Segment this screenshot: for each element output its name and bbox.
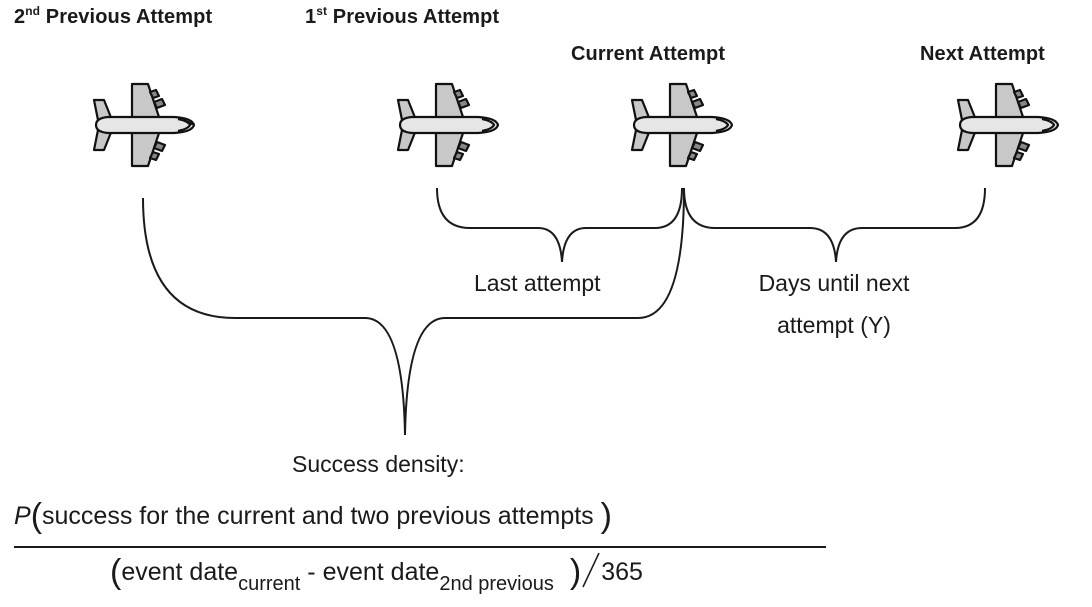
formula-denominator: (event datecurrent - event date2nd previ… — [110, 552, 643, 595]
division-slash — [582, 552, 600, 588]
label-first-previous-attempt: 1st Previous Attempt — [305, 4, 500, 28]
numerator-text: success for the current and two previous… — [42, 502, 601, 530]
label-second-previous-attempt: 2nd Previous Attempt — [14, 4, 213, 28]
label-current-attempt: Current Attempt — [571, 43, 726, 65]
formula-heading: Success density: — [292, 451, 465, 477]
denominator-sub2: 2nd previous — [439, 573, 554, 595]
denominator-term2: event date — [322, 558, 440, 586]
denominator-term1: event date — [121, 558, 239, 586]
label-days-until-next-line1: Days until next — [758, 270, 910, 296]
probability-symbol: P — [14, 502, 31, 530]
fraction-bar — [14, 546, 826, 548]
label-days-until-next-line2: attempt (Y) — [777, 312, 891, 338]
label-next-attempt: Next Attempt — [920, 43, 1045, 65]
label-last-attempt: Last attempt — [474, 270, 601, 296]
denominator-minus: - — [300, 558, 323, 586]
brace-days-until-next — [683, 187, 986, 263]
airplane-icon — [630, 82, 734, 168]
brace-last-attempt — [436, 187, 683, 263]
denominator-sub1: current — [238, 573, 301, 595]
formula-numerator: P(success for the current and two previo… — [14, 497, 612, 535]
airplane-icon — [92, 82, 196, 168]
airplane-icon — [396, 82, 500, 168]
denominator-divisor: 365 — [601, 558, 643, 586]
airplane-icon — [956, 82, 1060, 168]
brace-success-density — [142, 187, 685, 436]
